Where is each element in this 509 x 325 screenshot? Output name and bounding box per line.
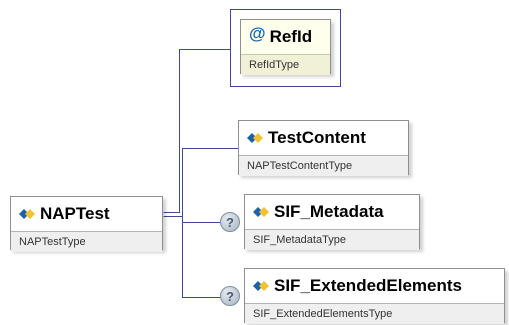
element-icon [19, 209, 35, 219]
child-element-name: SIF_Metadata [274, 202, 384, 221]
child-element-header: SIF_Metadata [245, 195, 419, 229]
connector-root-to-sequence [163, 148, 239, 217]
child-element-header: TestContent [239, 121, 408, 155]
child-element-sif-metadata[interactable]: SIF_Metadata SIF_MetadataType [244, 194, 420, 250]
element-icon [247, 133, 263, 143]
element-icon [253, 281, 269, 291]
child-element-type: SIF_MetadataType [245, 229, 419, 250]
attribute-type: RefIdType [241, 54, 330, 75]
child-element-header: SIF_ExtendedElements [245, 269, 504, 303]
child-element-test-content[interactable]: TestContent NAPTestContentType [238, 120, 409, 176]
root-element-node[interactable]: NAPTest NAPTestType [10, 196, 163, 252]
at-sign-icon: @ [249, 24, 266, 43]
child-element-name: TestContent [268, 128, 366, 147]
root-element-type: NAPTestType [11, 231, 162, 252]
connector-sequence-to-sif-metadata [182, 216, 221, 298]
attribute-header: @ RefId [241, 20, 330, 54]
attribute-node-refid[interactable]: @ RefId RefIdType [240, 19, 331, 75]
child-element-type: SIF_ExtendedElementsType [245, 303, 504, 324]
element-icon [253, 207, 269, 217]
connector-root-to-attribute [163, 49, 231, 213]
attribute-name: RefId [269, 27, 313, 46]
child-element-type: NAPTestContentType [239, 155, 408, 176]
child-element-sif-extended-elements[interactable]: SIF_ExtendedElements SIF_ExtendedElement… [244, 268, 505, 324]
root-element-header: NAPTest [11, 197, 162, 231]
optional-question-icon: ? [220, 286, 240, 306]
root-element-name: NAPTest [40, 204, 110, 223]
optional-question-icon: ? [220, 212, 240, 232]
child-element-name: SIF_ExtendedElements [274, 276, 463, 295]
